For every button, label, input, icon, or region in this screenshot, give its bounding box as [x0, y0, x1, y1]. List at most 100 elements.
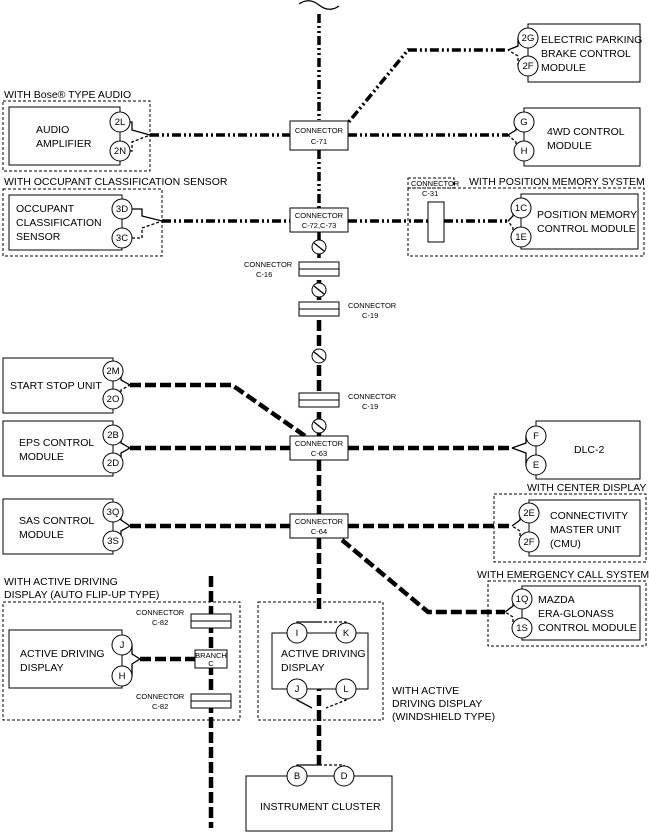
svg-text:CONNECTOR: CONNECTOR — [411, 179, 460, 188]
audio-amplifier-group: WITH Bose® TYPE AUDIO AUDIO AMPLIFIER 2L… — [2, 89, 151, 172]
connector-c63: CONNECTOR C-63 — [289, 435, 349, 461]
svg-text:DISPLAY: DISPLAY — [20, 662, 64, 674]
svg-text:2B: 2B — [107, 430, 119, 441]
svg-text:CONNECTOR: CONNECTOR — [136, 608, 185, 617]
svg-text:G: G — [520, 117, 527, 128]
svg-text:ERA-GLONASS: ERA-GLONASS — [538, 608, 614, 620]
svg-text:BRAKE CONTROL: BRAKE CONTROL — [541, 48, 631, 60]
sas-control-module: SAS CONTROL MODULE 3Q 3S — [2, 498, 131, 555]
svg-text:2N: 2N — [114, 146, 126, 157]
connector-c71: CONNECTOR C-71 — [289, 120, 349, 151]
svg-text:1C: 1C — [515, 203, 527, 214]
svg-text:CONTROL MODULE: CONTROL MODULE — [538, 622, 637, 634]
svg-text:ACTIVE DRIVING: ACTIVE DRIVING — [20, 648, 105, 660]
svg-text:(WINDSHIELD TYPE): (WINDSHIELD TYPE) — [392, 711, 495, 723]
era-glonass-group: WITH EMERGENCY CALL SYSTEM MAZDA ERA-GLO… — [477, 569, 649, 647]
svg-text:WITH Bose® TYPE AUDIO: WITH Bose® TYPE AUDIO — [4, 89, 131, 101]
svg-text:2F: 2F — [523, 537, 534, 548]
svg-text:DLC-2: DLC-2 — [574, 444, 605, 456]
svg-text:2G: 2G — [522, 33, 535, 44]
wire-break-markers — [311, 239, 327, 434]
svg-text:2O: 2O — [107, 394, 120, 405]
connector-c64: CONNECTOR C-64 — [289, 513, 349, 539]
svg-text:WITH ACTIVE DRIVING: WITH ACTIVE DRIVING — [4, 576, 118, 588]
svg-text:3C: 3C — [116, 233, 128, 244]
svg-text:MODULE: MODULE — [19, 529, 64, 541]
svg-text:(CMU): (CMU) — [550, 538, 581, 550]
svg-text:CONNECTOR: CONNECTOR — [295, 211, 344, 220]
svg-text:2M: 2M — [106, 366, 119, 377]
svg-text:C-19: C-19 — [362, 311, 378, 320]
svg-text:WITH EMERGENCY CALL SYSTEM: WITH EMERGENCY CALL SYSTEM — [477, 569, 649, 581]
svg-text:CONNECTOR: CONNECTOR — [295, 517, 344, 526]
svg-text:3S: 3S — [107, 536, 119, 547]
connector-c19-upper: CONNECTOR C-19 — [298, 301, 397, 320]
start-stop-unit: START STOP UNIT 2M 2O — [2, 357, 131, 414]
svg-text:K: K — [343, 628, 350, 639]
svg-text:H: H — [119, 671, 126, 682]
add-windshield-group: ACTIVE DRIVING DISPLAY I K J L WITH ACTI… — [257, 601, 495, 723]
svg-text:CONNECTIVITY: CONNECTIVITY — [550, 510, 628, 522]
connector-c82-lower: CONNECTOR C-82 — [136, 692, 232, 711]
svg-text:BRANCH: BRANCH — [195, 651, 227, 660]
svg-text:H: H — [521, 146, 528, 157]
svg-text:CONNECTOR: CONNECTOR — [136, 692, 185, 701]
svg-text:I: I — [296, 628, 299, 639]
svg-text:C-82: C-82 — [152, 618, 168, 627]
svg-text:1S: 1S — [516, 623, 528, 634]
svg-text:EPS CONTROL: EPS CONTROL — [19, 437, 94, 449]
svg-text:ACTIVE DRIVING: ACTIVE DRIVING — [281, 648, 366, 660]
add-auto-flip-up-group: WITH ACTIVE DRIVING DISPLAY (AUTO FLIP-U… — [2, 576, 241, 721]
svg-text:START STOP UNIT: START STOP UNIT — [10, 380, 102, 392]
wiring — [130, 0, 512, 828]
svg-text:E: E — [533, 460, 539, 471]
svg-text:DRIVING DISPLAY: DRIVING DISPLAY — [392, 698, 482, 710]
svg-text:3Q: 3Q — [107, 507, 120, 518]
svg-text:MODULE: MODULE — [541, 62, 586, 74]
svg-text:CONNECTOR: CONNECTOR — [295, 126, 344, 135]
svg-text:MODULE: MODULE — [19, 451, 64, 463]
svg-text:2L: 2L — [115, 117, 126, 128]
svg-text:SAS CONTROL: SAS CONTROL — [19, 515, 94, 527]
svg-text:WITH ACTIVE: WITH ACTIVE — [392, 685, 459, 697]
svg-text:POSITION MEMORY: POSITION MEMORY — [537, 209, 637, 221]
svg-text:J: J — [120, 640, 125, 651]
4wd-control-module: 4WD CONTROL MODULE G H — [507, 107, 641, 167]
dlc-2: DLC-2 F E — [511, 420, 641, 480]
svg-text:CONNECTOR: CONNECTOR — [348, 301, 397, 310]
eps-control-module: EPS CONTROL MODULE 2B 2D — [2, 420, 131, 477]
svg-text:AUDIO: AUDIO — [36, 124, 69, 136]
svg-text:2F: 2F — [522, 61, 533, 72]
svg-text:CONNECTOR: CONNECTOR — [244, 260, 293, 269]
svg-text:CONNECTOR: CONNECTOR — [348, 392, 397, 401]
svg-text:C-72,C-73: C-72,C-73 — [302, 221, 337, 230]
cmu-group: WITH CENTER DISPLAY CONNECTIVITY MASTER … — [493, 482, 647, 563]
occupant-classification-group: WITH OCCUPANT CLASSIFICATION SENSOR OCCU… — [2, 176, 228, 257]
svg-text:B: B — [294, 771, 300, 782]
svg-text:1Q: 1Q — [516, 594, 529, 605]
svg-text:CONNECTOR: CONNECTOR — [295, 439, 344, 448]
svg-text:L: L — [343, 684, 348, 695]
svg-text:AMPLIFIER: AMPLIFIER — [36, 138, 92, 150]
instrument-cluster: INSTRUMENT CLUSTER B D — [245, 764, 393, 832]
svg-text:C-71: C-71 — [311, 137, 327, 146]
svg-text:C-31: C-31 — [422, 189, 438, 198]
position-memory-group: CONNECTOR C-31 WITH POSITION MEMORY SYST… — [407, 176, 645, 257]
svg-text:OCCUPANT: OCCUPANT — [16, 203, 75, 215]
svg-text:J: J — [295, 684, 300, 695]
svg-text:2E: 2E — [523, 508, 535, 519]
svg-text:D: D — [341, 771, 348, 782]
svg-text:WITH POSITION MEMORY SYSTEM: WITH POSITION MEMORY SYSTEM — [469, 176, 645, 188]
svg-text:2D: 2D — [107, 458, 119, 469]
svg-text:CONTROL MODULE: CONTROL MODULE — [537, 223, 636, 235]
svg-text:MASTER UNIT: MASTER UNIT — [550, 524, 622, 536]
svg-text:CLASSIFICATION: CLASSIFICATION — [16, 217, 102, 229]
svg-text:DISPLAY: DISPLAY — [281, 662, 325, 674]
connector-c19-lower: CONNECTOR C-19 — [298, 392, 397, 411]
svg-text:DISPLAY (AUTO FLIP-UP TYPE): DISPLAY (AUTO FLIP-UP TYPE) — [4, 589, 159, 601]
svg-text:INSTRUMENT CLUSTER: INSTRUMENT CLUSTER — [260, 801, 381, 813]
svg-text:SENSOR: SENSOR — [16, 231, 61, 243]
connector-c16: CONNECTOR C-16 — [244, 260, 340, 279]
svg-text:MODULE: MODULE — [547, 140, 592, 152]
